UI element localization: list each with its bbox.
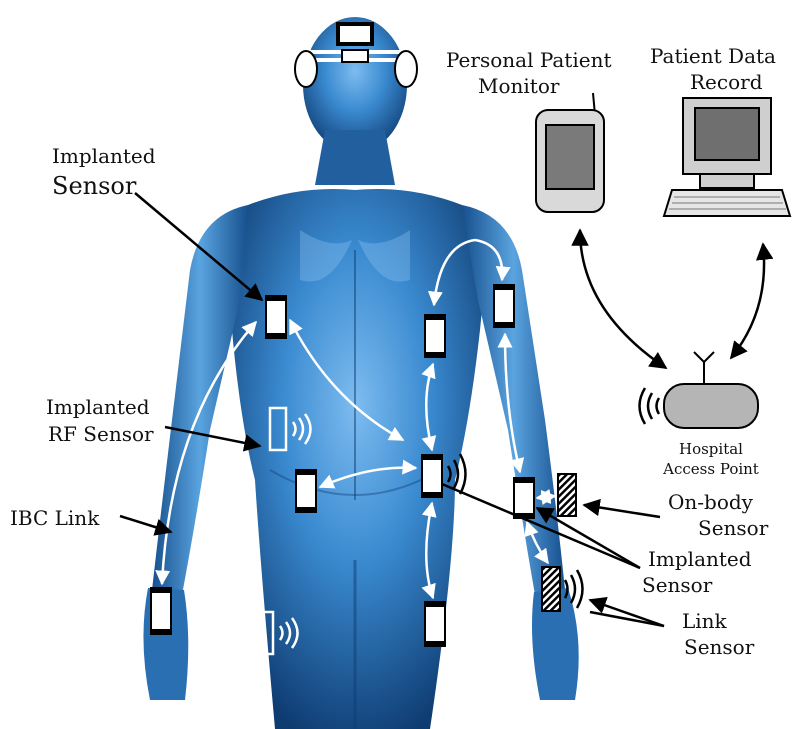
hospital-access-point-label-1: Hospital (676, 442, 746, 457)
ibc-link-label: IBC Link (10, 508, 99, 528)
device-link-arrows (580, 230, 764, 368)
sensor-abdomen-center (422, 455, 442, 497)
implanted-sensor-right-label-1: Implanted (648, 549, 752, 569)
patient-data-record-label-2: Record (690, 72, 763, 92)
sensor-left-wrist (151, 588, 171, 634)
computer-icon (664, 98, 790, 216)
pda-icon (536, 93, 604, 212)
implanted-rf-sensor-label-1: Implanted (46, 397, 150, 417)
on-body-sensor-label-1: On-body (668, 492, 753, 512)
implanted-sensor-right-label-2: Sensor (642, 575, 712, 595)
sensor-chest-right (425, 315, 445, 357)
implanted-rf-sensor-label-2: RF Sensor (48, 424, 154, 444)
on-body-sensor-label-2: Sensor (698, 518, 768, 538)
implanted-sensor-top-label-1: Implanted (52, 146, 156, 166)
personal-patient-monitor-label-2: Monitor (478, 76, 559, 96)
personal-patient-monitor-label-1: Personal Patient (446, 50, 612, 70)
sensor-upper-arm (494, 285, 514, 327)
sensor-abdomen-left (296, 470, 316, 512)
link-sensor-label-1: Link (682, 611, 727, 631)
sensor-thigh (425, 602, 445, 646)
hospital-access-point-label-2: Access Point (660, 462, 762, 477)
patient-data-record-label-1: Patient Data (650, 46, 776, 66)
wifi-wave-icon (640, 388, 660, 424)
implanted-sensor-top-label-2: Sensor (52, 174, 136, 198)
human-body-figure (143, 17, 578, 729)
sensor-chest (266, 296, 286, 338)
sensor-forearm (514, 478, 534, 518)
link-sensor-label-2: Sensor (684, 637, 754, 657)
